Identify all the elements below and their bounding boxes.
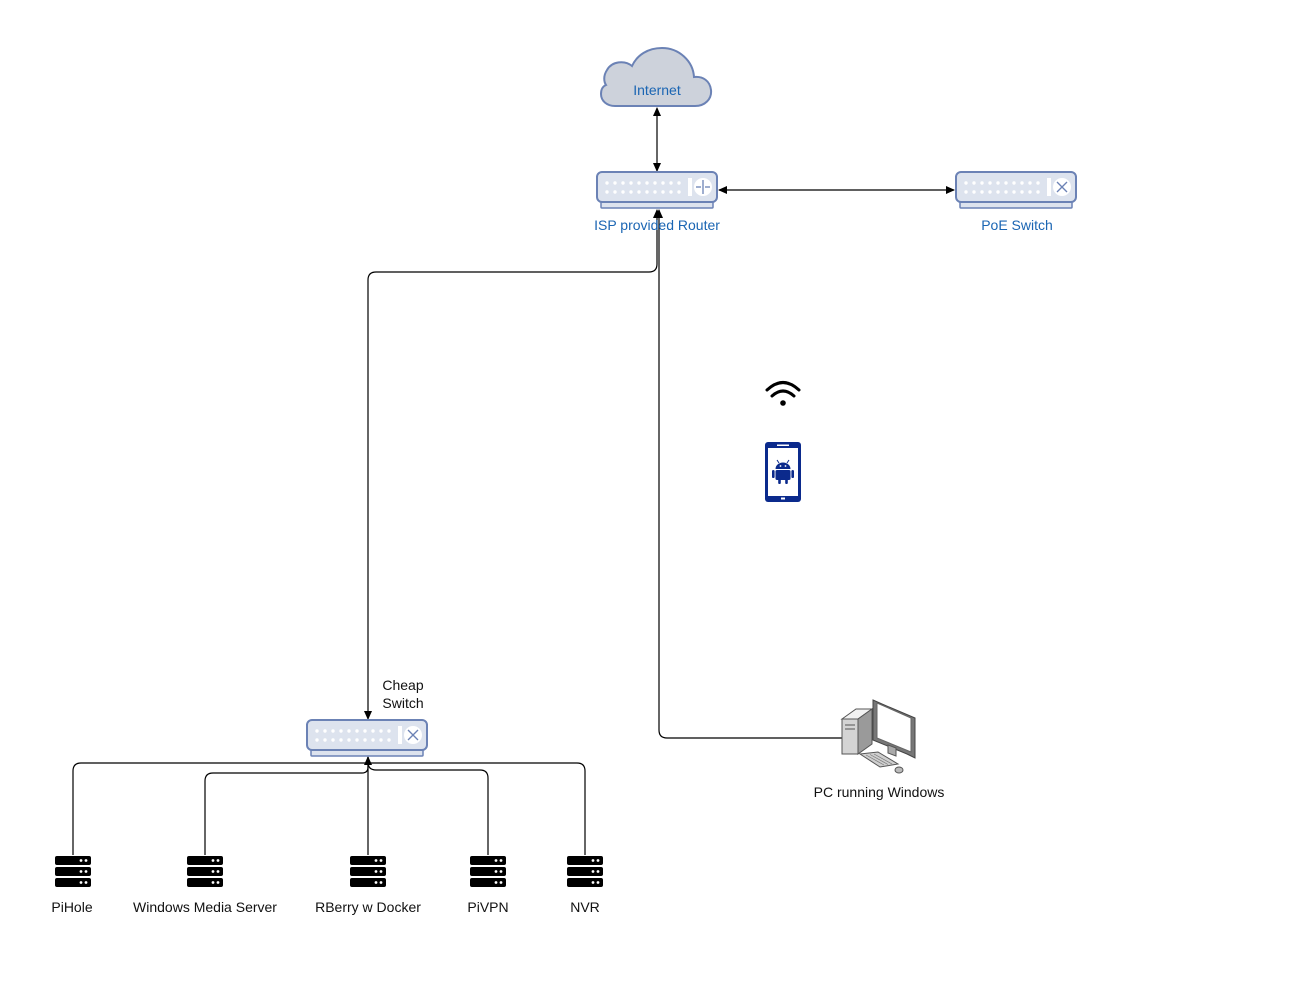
- cheap-switch-label-line1: Cheap: [382, 677, 424, 693]
- server-label-pihole: PiHole: [51, 899, 93, 915]
- edge-pihole-switch: [72, 756, 372, 855]
- wifi-icon: [765, 381, 801, 406]
- switch-icon[interactable]: [306, 719, 428, 757]
- server-label-windows-media-server: Windows Media Server: [133, 899, 277, 915]
- server-icon[interactable]: [567, 856, 603, 887]
- edge-nvr-switch: [368, 762, 586, 855]
- server-icon[interactable]: [470, 856, 506, 887]
- server-label-pivpn: PiVPN: [467, 899, 509, 915]
- cheap-switch-label-line2: Switch: [382, 695, 424, 711]
- router-icon[interactable]: [596, 171, 718, 209]
- edge-router-cheap-switch: [364, 209, 661, 720]
- server-icon[interactable]: [55, 856, 91, 887]
- android-phone-icon[interactable]: [765, 442, 801, 502]
- poe-switch-label: PoE Switch: [981, 217, 1053, 233]
- server-label-nvr: NVR: [570, 899, 600, 915]
- cloud-icon[interactable]: [599, 46, 713, 107]
- edge-pc-router: [655, 209, 842, 739]
- server-icon[interactable]: [350, 856, 386, 887]
- connections: [72, 107, 955, 855]
- desktop-pc-icon[interactable]: [840, 699, 916, 774]
- edge-pivpn-switch: [367, 761, 489, 855]
- server-label-rberry-docker: RBerry w Docker: [315, 899, 421, 915]
- server-icon[interactable]: [187, 856, 223, 887]
- internet-label: Internet: [633, 82, 681, 98]
- router-label: ISP provided Router: [594, 217, 720, 233]
- switch-icon[interactable]: [955, 171, 1077, 209]
- edge-wms-switch: [204, 757, 369, 855]
- pc-label: PC running Windows: [813, 784, 945, 800]
